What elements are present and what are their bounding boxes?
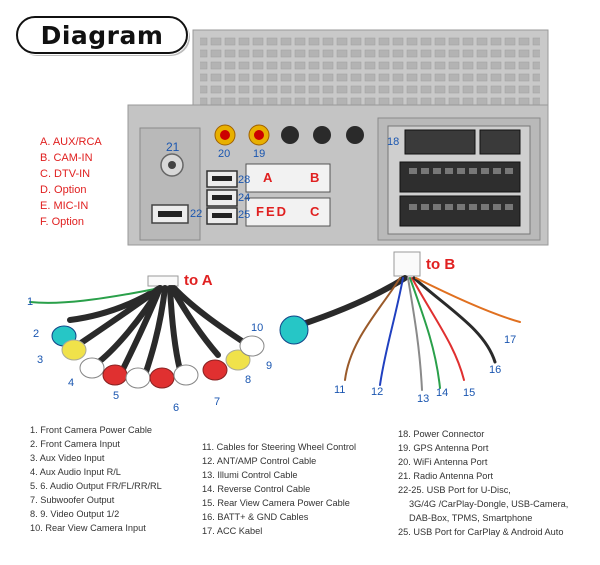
description-item: DAB-Box, TPMS, Smartphone (409, 513, 533, 523)
label-port-21: 21 (166, 140, 180, 154)
description-item: 14. Reverse Control Cable (202, 484, 311, 494)
label-port-24: 24 (238, 192, 251, 204)
description-item: 18. Power Connector (398, 429, 485, 439)
description-item: 22-25. USB Port for U-Disc, (398, 485, 511, 495)
header-letter-a: A (263, 170, 275, 185)
legend-item: C. DTV-IN (40, 168, 91, 180)
label-port-20: 20 (218, 148, 231, 160)
description-item: 8. 9. Video Output 1/2 (30, 509, 120, 519)
description-item: 3G/4G /CarPlay-Dongle, USB-Camera, (409, 499, 569, 509)
label-port-22: 22 (190, 208, 203, 220)
cable-number-14: 14 (436, 387, 449, 399)
wifi-antenna-port-icon (214, 124, 236, 146)
description-item: 11. Cables for Steering Wheel Control (202, 442, 357, 452)
description-item: 1. Front Camera Power Cable (30, 425, 153, 435)
description-item: 17. ACC Kabel (202, 526, 263, 536)
description-item: 2. Front Camera Input (30, 439, 120, 449)
legend-item: E. MIC-IN (40, 200, 89, 212)
cable-number-3: 3 (37, 354, 44, 366)
description-item: 13. Illumi Control Cable (202, 470, 298, 480)
label-port-28: 28 (238, 174, 251, 186)
legend-item: F. Option (40, 216, 85, 228)
description-item: 19. GPS Antenna Port (398, 443, 489, 453)
description-item: 10. Rear View Camera Input (30, 523, 146, 533)
header-ab-connector (245, 163, 331, 193)
description-item: 3. Aux Video Input (30, 453, 105, 463)
cable-number-12: 12 (371, 386, 384, 398)
harness-b-cables (297, 251, 521, 391)
description-item: 20. WiFi Antenna Port (398, 457, 488, 467)
cable-number-15: 15 (463, 387, 476, 399)
description-item: 5. 6. Audio Output FR/FL/RR/RL (30, 481, 162, 491)
header-letters-fed: FED (256, 204, 288, 219)
description-item: 15. Rear View Camera Power Cable (202, 498, 350, 508)
usb-port-28-icon (206, 170, 238, 188)
cable-number-13: 13 (417, 393, 430, 405)
description-item: 25. USB Port for CarPlay & Android Auto (398, 527, 564, 537)
cable-number-17: 17 (504, 334, 517, 346)
harness-b-label: to B (426, 256, 456, 273)
description-item: 4. Aux Audio Input R/L (30, 467, 121, 477)
legend-item: B. CAM-IN (40, 152, 93, 164)
cable-number-5: 5 (113, 390, 120, 402)
cable-number-2: 2 (33, 328, 40, 340)
header-letter-b: B (310, 170, 322, 185)
label-port-18: 18 (387, 136, 400, 148)
usb-port-24-icon (206, 189, 238, 207)
description-column-3: 18. Power Connector 19. GPS Antenna Port… (398, 427, 568, 539)
legend-item: A. AUX/RCA (40, 136, 102, 148)
header-letter-c: C (310, 204, 322, 219)
description-item: 12. ANT/AMP Control Cable (202, 456, 317, 466)
description-item: 21. Radio Antenna Port (398, 471, 494, 481)
label-port-19: 19 (253, 148, 266, 160)
cable-number-9: 9 (266, 360, 273, 372)
label-port-25: 25 (238, 209, 251, 221)
description-column-1: 1. Front Camera Power Cable 2. Front Cam… (30, 423, 162, 535)
usb-port-22-icon (151, 204, 189, 224)
radio-antenna-port-icon (160, 153, 184, 177)
description-item: 16. BATT+ & GND Cables (202, 512, 309, 522)
harness-b-plug-10 (279, 315, 309, 345)
gps-antenna-port-icon (248, 124, 270, 146)
legend-item: D. Option (40, 184, 87, 196)
usb-port-25-icon (206, 207, 238, 225)
cable-number-1: 1 (27, 296, 34, 308)
cable-number-4: 4 (68, 377, 75, 389)
cable-number-16: 16 (489, 364, 502, 376)
cable-number-11: 11 (334, 384, 346, 396)
description-item: 7. Subwoofer Output (30, 495, 115, 505)
harness-a-label: to A (184, 272, 213, 289)
diagram-title: Diagram (16, 16, 188, 54)
cable-number-7: 7 (214, 396, 221, 408)
cable-number-8: 8 (245, 374, 252, 386)
power-connector-icon (399, 129, 521, 227)
connector-legend: A. AUX/RCA B. CAM-IN C. DTV-IN D. Option… (40, 134, 102, 230)
header-fedc-connector (245, 197, 331, 227)
cable-number-6: 6 (173, 402, 180, 414)
cable-number-10: 10 (251, 322, 264, 334)
description-column-2: 11. Cables for Steering Wheel Control 12… (202, 440, 356, 538)
harness-a-plugs (51, 325, 265, 389)
